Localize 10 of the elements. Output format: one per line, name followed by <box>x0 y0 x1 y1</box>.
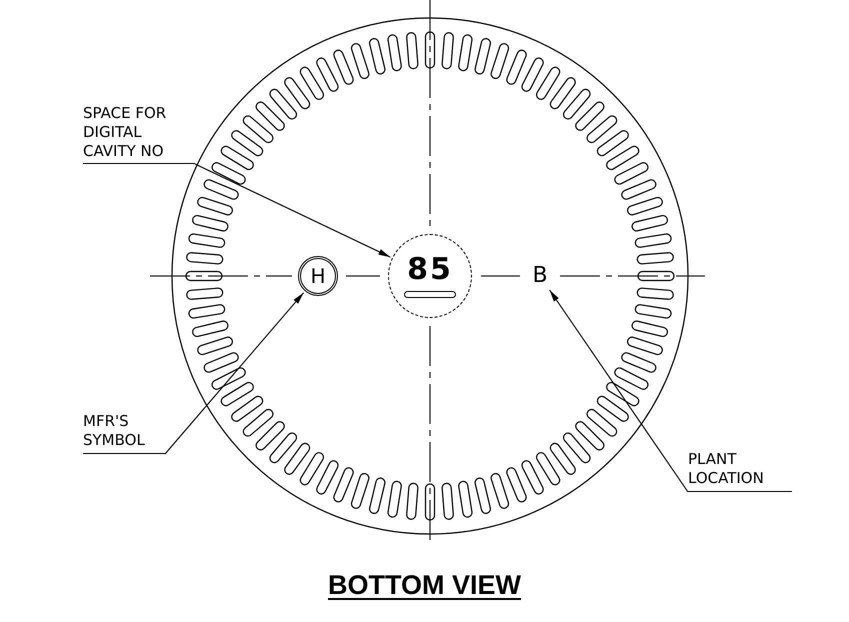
leader-line <box>194 164 391 258</box>
cavity-number: 85 <box>407 254 453 284</box>
callout-note: MFR'S SYMBOL <box>83 412 165 454</box>
mark-letter: H <box>310 266 326 286</box>
callout-note: SPACE FOR DIGITAL CAVITY NO <box>83 104 195 164</box>
callout-note: PLANT LOCATION <box>688 450 792 492</box>
mark-letter: B <box>532 265 548 287</box>
leader-line <box>164 292 304 454</box>
view-title: BOTTOM VIEW <box>328 569 521 602</box>
leader-line <box>549 290 688 492</box>
